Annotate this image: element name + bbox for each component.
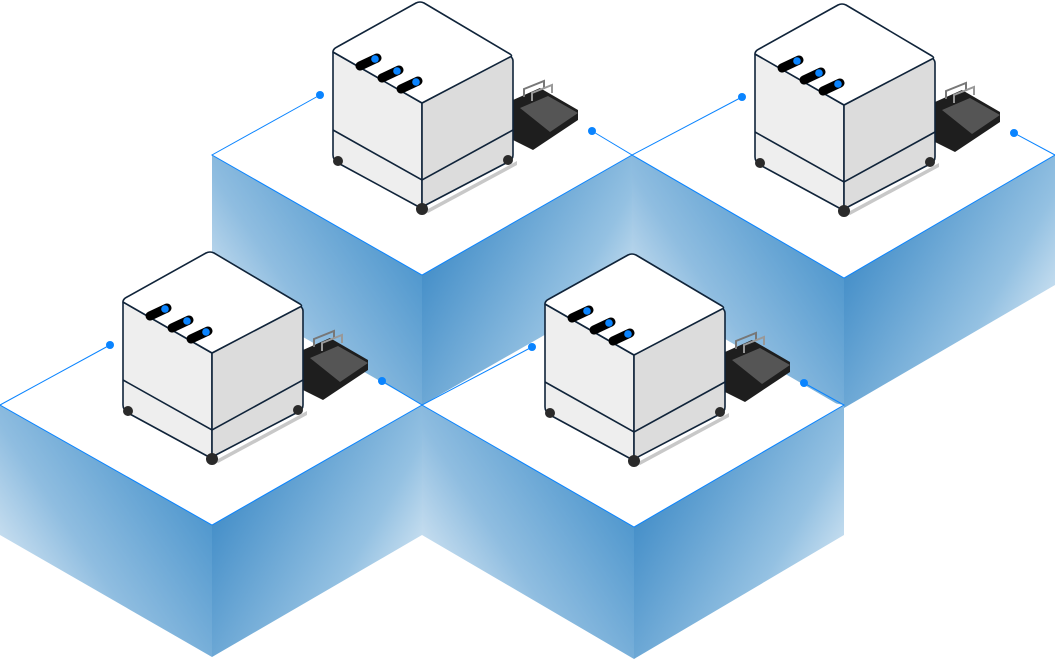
platform-top-left: [210, 94, 633, 405]
connector-dot: [316, 91, 324, 99]
connector-dot: [738, 93, 746, 101]
connector-dot: [588, 127, 596, 135]
connector-dots: [106, 91, 1018, 387]
connector-dot: [378, 377, 386, 385]
connector-dot: [1010, 129, 1018, 137]
server-machine-icon: [755, 4, 1000, 217]
platform-top-right: [630, 96, 1055, 408]
server-machine-icon: [333, 2, 578, 215]
connector-dot: [528, 343, 536, 351]
connector-dot: [106, 341, 114, 349]
connector-dot: [800, 379, 808, 387]
